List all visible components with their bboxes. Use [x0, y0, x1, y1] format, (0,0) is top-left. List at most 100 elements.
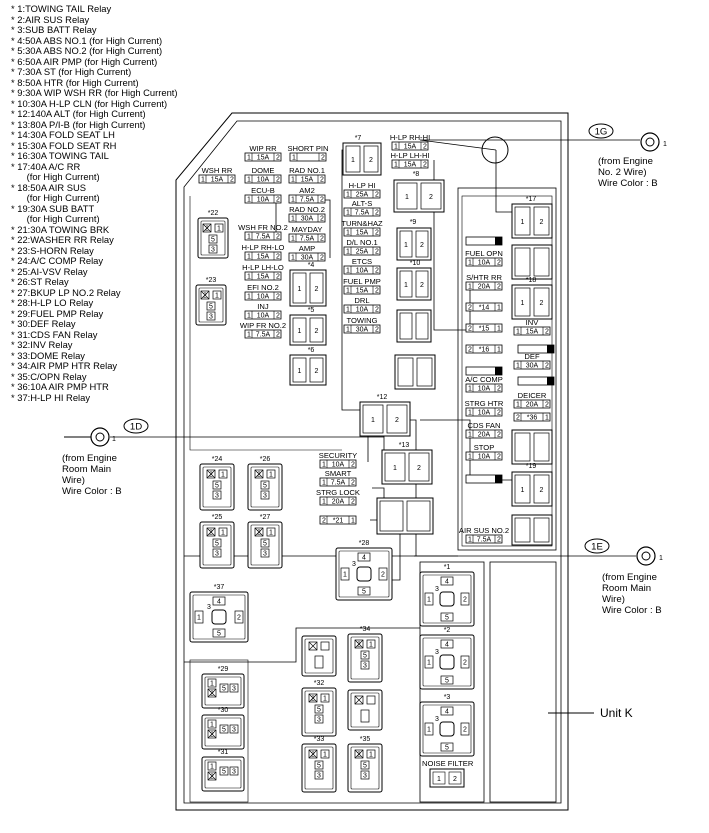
- pin-number: 4: [445, 642, 449, 649]
- left-upper-frame: [189, 196, 342, 451]
- relay-ref-24: *24: [212, 456, 223, 463]
- fuse-amp: 20A: [526, 402, 539, 409]
- unit-k-label: Unit K: [548, 706, 633, 720]
- pin-number: 2: [320, 177, 324, 184]
- svg-text:(from Engine: (from Engine: [598, 156, 653, 167]
- pin-number: 1: [394, 144, 398, 151]
- pin-number: 2: [205, 226, 209, 233]
- pin-number: 1: [404, 242, 408, 249]
- svg-text:No. 2 Wire): No. 2 Wire): [598, 167, 647, 178]
- pin-number: 4: [445, 709, 449, 716]
- fuse-name: S/HTR RR: [466, 273, 502, 282]
- mounting-hole: [481, 136, 509, 164]
- relay-fuse-legend: * 1:TOWING TAIL Relay* 2:AIR SUS Relay* …: [11, 3, 178, 403]
- pin-number: 1: [468, 410, 472, 417]
- pin-number: 2: [497, 260, 501, 267]
- relay-ref-22: *22: [208, 210, 219, 217]
- fuse-amp: 15A: [404, 144, 417, 151]
- fuse-amp: 7.5A: [256, 332, 271, 339]
- legend-item: * 6:50A AIR PMP (for High Current): [11, 55, 158, 67]
- high-current-fuse-blank-3: [511, 429, 553, 465]
- pin-number: 1: [521, 219, 525, 226]
- pin-number: 3: [435, 649, 439, 656]
- pin-number: 3: [211, 247, 215, 254]
- fuse-ref-8: *8: [413, 171, 420, 178]
- fuse-name: H-LP LH-LO: [242, 263, 284, 272]
- pin-number: 2: [276, 313, 280, 320]
- svg-text:NOISE FILTER: NOISE FILTER: [422, 759, 474, 768]
- pin-number: 1: [201, 177, 205, 184]
- pin-number: 3: [232, 686, 236, 693]
- fuse-name: WIP RR: [249, 144, 277, 153]
- pin-number: 2: [257, 472, 261, 479]
- pin-number: 2: [463, 727, 467, 734]
- legend-item: * 22:WASHER RR Relay: [11, 234, 114, 245]
- pin-number: 2: [375, 249, 379, 256]
- pin-number: 1: [351, 157, 355, 164]
- svg-text:1D: 1D: [130, 422, 142, 433]
- fuse-name: FUEL OPN: [465, 249, 503, 258]
- relay-ref-31: *31: [218, 749, 229, 756]
- pin-number: 1: [291, 216, 295, 223]
- relay-ref-25: *25: [212, 514, 223, 521]
- pin-number: 2: [420, 242, 424, 249]
- legend-item: * 8:50A HTR (for High Current): [11, 76, 139, 88]
- pin-number: 2: [351, 499, 355, 506]
- pin-number: 1: [298, 286, 302, 293]
- relay-ref-34: *34: [360, 626, 371, 633]
- pin-number: 1: [291, 177, 295, 184]
- fuse-name: TOWING: [346, 316, 377, 325]
- pin-number: 3: [363, 663, 367, 670]
- pin-number: 2: [320, 216, 324, 223]
- fuse-name: A/C COMP: [465, 375, 503, 384]
- relay-29-31-block: [189, 659, 249, 803]
- legend-item: * 21:30A TOWING BRK: [11, 223, 110, 235]
- unit-k-block: [489, 561, 557, 803]
- fuse-amp: 7.5A: [331, 480, 346, 487]
- fuse-ref-10: *10: [410, 260, 421, 267]
- pin-number: 1: [516, 363, 520, 370]
- fuse-name: ETCS: [352, 257, 372, 266]
- pin-number: 3: [215, 493, 219, 500]
- fuse-amp: 10A: [257, 197, 270, 204]
- relay-ref-29: *29: [218, 666, 229, 673]
- pin-number: 4: [445, 579, 449, 586]
- pin-number: 2: [463, 597, 467, 604]
- pin-number: 3: [263, 551, 267, 558]
- pin-number: 1: [468, 454, 472, 461]
- legend-item: * 35:C/OPN Relay: [11, 370, 87, 382]
- fuse-amp: 15A: [301, 177, 314, 184]
- svg-text:1: 1: [437, 776, 441, 783]
- pin-number: 3: [232, 769, 236, 776]
- fuse-name: H-LP HI: [349, 181, 376, 190]
- relay-ref-33: *33: [314, 736, 325, 743]
- fuse-name: TURN&HAZ: [341, 219, 383, 228]
- legend-item: (for High Current): [11, 192, 100, 203]
- high-current-fuse-blank-2: [511, 244, 553, 280]
- fuse-amp: 7.5A: [477, 537, 492, 544]
- pin-number: 1: [343, 572, 347, 579]
- pin-number: 5: [363, 763, 367, 770]
- pin-number: 1: [197, 615, 201, 622]
- pin-number: 1: [346, 210, 350, 217]
- pin-number: 2: [540, 219, 544, 226]
- svg-text:(from Engine: (from Engine: [62, 453, 117, 464]
